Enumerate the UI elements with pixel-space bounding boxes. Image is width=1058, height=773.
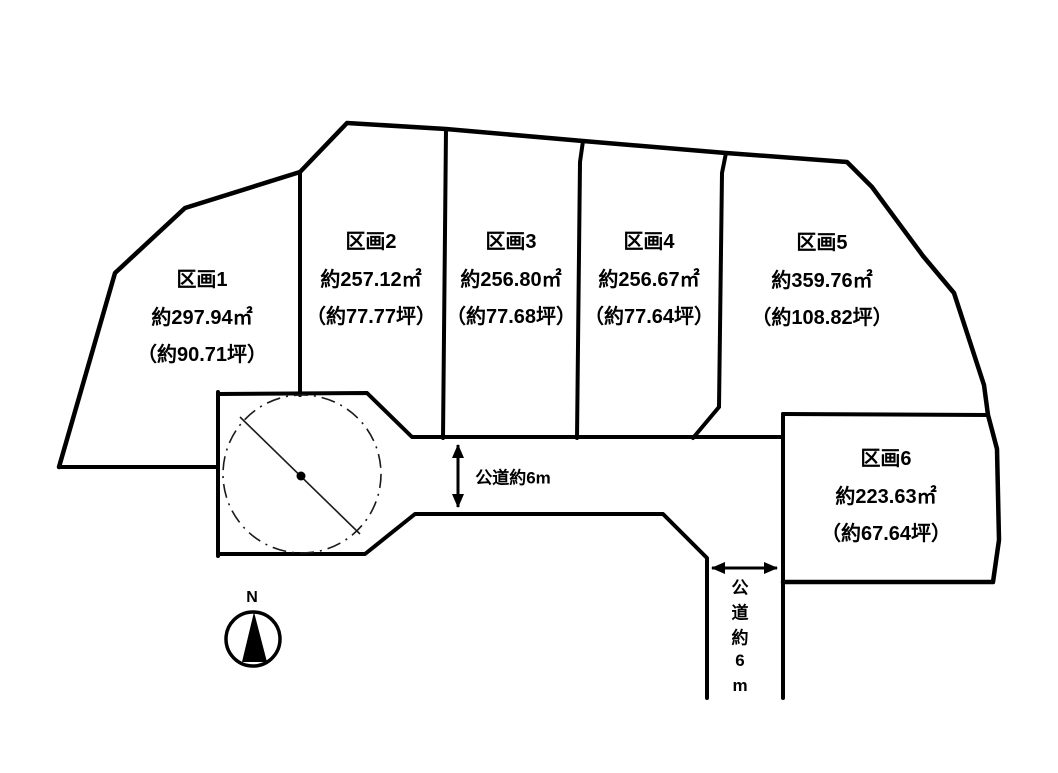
plot1-name: 区画1 xyxy=(176,268,228,291)
plot6-name: 区画6 xyxy=(860,447,912,470)
plot5-name: 区画5 xyxy=(796,231,848,254)
plot-divider-4-5 xyxy=(691,151,728,440)
compass-north-label: N xyxy=(246,589,258,606)
plot3-area: 約256.80㎡ xyxy=(460,268,562,291)
road-label-vertical-char-2: 道 xyxy=(731,603,749,623)
plot-label-4: 区画4 約256.67㎡ （約77.64坪） xyxy=(584,224,714,337)
plot-label-3: 区画3 約256.80㎡ （約77.68坪） xyxy=(446,224,576,337)
road-label-vertical-char-1: 公 xyxy=(731,578,749,598)
plot5-tsubo: （約108.82坪） xyxy=(751,306,893,329)
compass-circle xyxy=(224,610,282,668)
road-bottom-edge xyxy=(216,512,709,700)
plot2-name: 区画2 xyxy=(345,230,397,253)
plot1-tsubo: （約90.71坪） xyxy=(136,343,268,366)
plot2-tsubo: （約77.77坪） xyxy=(305,305,437,328)
plot6-tsubo: （約67.64坪） xyxy=(820,522,952,545)
plot-divider-3-4 xyxy=(575,139,585,440)
plot4-area: 約256.67㎡ xyxy=(598,268,700,291)
plot-label-5: 区画5 約359.76㎡ （約108.82坪） xyxy=(751,225,892,338)
road-label-horizontal: 公道約6m xyxy=(475,468,551,488)
plot1-area: 約297.94㎡ xyxy=(151,306,253,329)
plot-divider-2-3 xyxy=(441,127,448,440)
plot2-area: 約257.12㎡ xyxy=(320,268,422,291)
plot5-area: 約359.76㎡ xyxy=(771,269,873,292)
road-label-vertical-char-3: 約 xyxy=(731,628,749,648)
plot3-tsubo: （約77.68坪） xyxy=(445,305,577,328)
plot4-tsubo: （約77.64坪） xyxy=(583,305,715,328)
plot-label-6: 区画6 約223.63㎡ （約67.64坪） xyxy=(821,441,951,554)
plot-label-1: 区画1 約297.94㎡ （約90.71坪） xyxy=(137,262,267,375)
turnaround-center-dot xyxy=(296,471,306,481)
plot6-top-edge xyxy=(781,412,990,417)
road-top-edge xyxy=(216,391,785,439)
turnaround-circle xyxy=(222,394,382,554)
plot3-name: 区画3 xyxy=(485,230,537,253)
road-label-vertical-char-4: 6 xyxy=(735,651,745,670)
north-arrow-icon xyxy=(242,612,267,662)
plot4-name: 区画4 xyxy=(623,230,675,253)
plot6-area: 約223.63㎡ xyxy=(835,485,937,508)
plot-label-2: 区画2 約257.12㎡ （約77.77坪） xyxy=(306,224,436,337)
road-label-vertical-char-5: m xyxy=(732,676,748,695)
